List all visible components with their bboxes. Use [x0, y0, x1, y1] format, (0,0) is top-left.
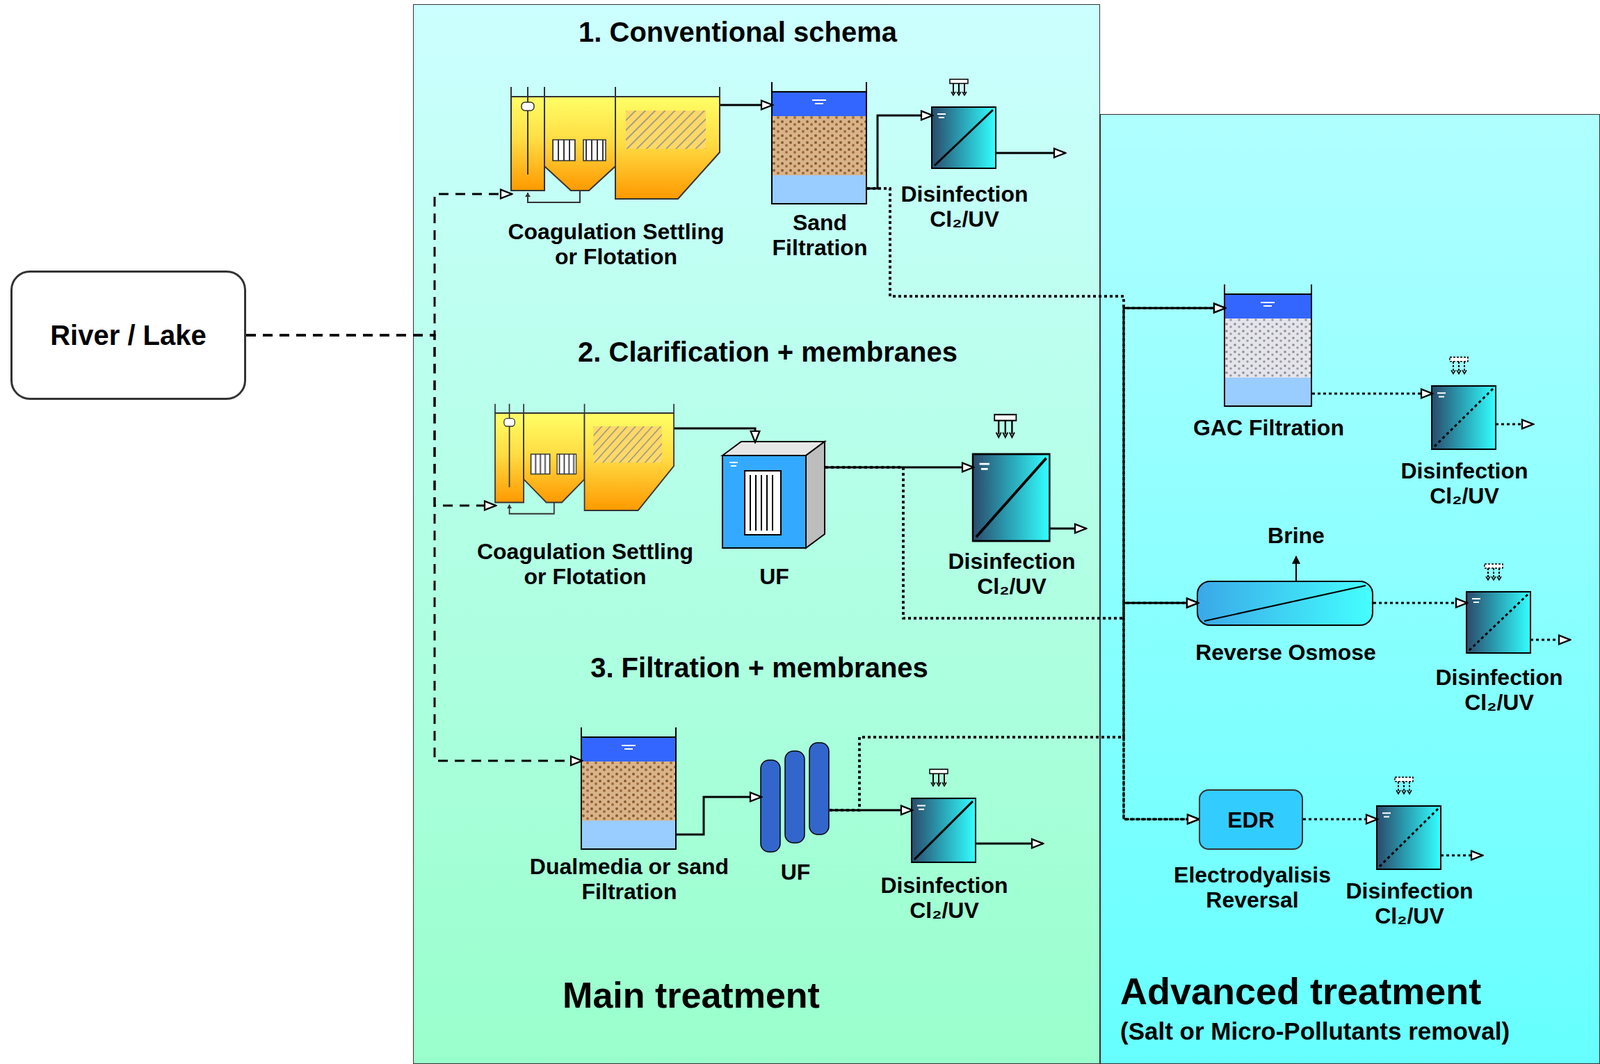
unit-label: Dualmedia or sand Filtration	[521, 853, 738, 904]
unit-label: UF	[760, 859, 831, 885]
uf-unit: UF	[761, 743, 830, 853]
coagulation-tank	[511, 86, 720, 203]
disinfection-unit: Disinfection Cl₂/UV	[912, 798, 977, 863]
disinfection-tank	[1376, 777, 1441, 870]
advanced-pipe	[1312, 392, 1433, 395]
outlet-pipes	[975, 152, 1571, 856]
unit-label: Disinfection Cl₂/UV	[1335, 878, 1485, 929]
process-pipe	[676, 796, 762, 835]
uf-modules	[760, 742, 829, 852]
scheme-heading: 3. Filtration + membranes	[590, 652, 929, 684]
disinfection-tank	[972, 414, 1050, 541]
disinfection-tank	[1466, 563, 1531, 653]
advanced-treatment-panel: Advanced treatment (Salt or Micro-Polluta…	[1100, 114, 1600, 1064]
scheme-heading: 1. Conventional schema	[578, 16, 898, 48]
intake-pipe	[246, 194, 512, 336]
sand-filter-unit: Sand Filtration	[772, 92, 868, 205]
advanced-pipe	[825, 467, 1199, 820]
filter-unit: Dualmedia or sand Filtration	[582, 737, 677, 850]
unit-label: Disinfection Cl₂/UV	[890, 181, 1040, 232]
panel-title: Main treatment	[562, 974, 820, 1016]
main-treatment-panel: Main treatment Coagulation Settling or Fl…	[413, 4, 1101, 1064]
brine-label: Brine	[1267, 522, 1325, 549]
unit-label: UF	[739, 563, 810, 589]
edr-unit: EDRElectrodyalisis Reversal	[1198, 789, 1304, 850]
process-pipe	[829, 809, 913, 812]
advanced-pipe	[829, 602, 1199, 811]
coagulation-tank	[495, 403, 674, 514]
intake-pipe	[246, 335, 583, 761]
unit-label: Coagulation Settling or Flotation	[467, 538, 704, 589]
gac-filter	[1224, 284, 1312, 407]
unit-label: Electrodyalisis Reversal	[1165, 862, 1340, 913]
disinfection-unit: Disinfection Cl₂/UV	[1432, 386, 1497, 450]
gac-filter-unit: GAC Filtration	[1225, 294, 1313, 407]
unit-label: Reverse Osmose	[1174, 639, 1397, 665]
unit-label: Coagulation Settling or Flotation	[497, 219, 735, 270]
advanced-pipe	[867, 188, 1199, 820]
uf-tank	[722, 441, 825, 548]
advanced-pipe	[867, 188, 1199, 603]
sand-filter	[771, 82, 867, 204]
advanced-pipe	[825, 467, 1199, 619]
advanced-pipe	[829, 308, 1226, 811]
panel-title: Advanced treatment	[1120, 969, 1482, 1013]
unit-label: Disinfection Cl₂/UV	[937, 548, 1087, 599]
disinfection-unit: Disinfection Cl₂/UV	[1377, 806, 1442, 870]
advanced-pipe	[825, 308, 1226, 619]
source-box: River / Lake	[10, 270, 247, 400]
advanced-pipe	[867, 188, 1226, 309]
advanced-pipe	[1303, 818, 1378, 821]
disinfection-unit: Disinfection Cl₂/UV	[932, 107, 997, 169]
unit-label: Disinfection Cl₂/UV	[1390, 458, 1540, 509]
disinfection-tank	[931, 79, 996, 169]
scheme-heading: 2. Clarification + membranes	[577, 336, 958, 368]
uf-unit: UF	[723, 442, 826, 549]
disinfection-tank	[1431, 357, 1496, 450]
panel-subtitle: (Salt or Micro-Pollutants removal)	[1120, 1017, 1510, 1046]
unit-label: Disinfection Cl₂/UV	[869, 872, 1020, 923]
advanced-pipe	[829, 737, 1199, 820]
coagulation-unit: Coagulation Settling or Flotation	[495, 413, 675, 512]
process-pipe	[720, 104, 773, 107]
process-pipe	[674, 428, 756, 443]
intake-pipe	[246, 335, 496, 506]
coagulation-unit: Coagulation Settling or Flotation	[511, 97, 721, 200]
unit-label: Disinfection Cl₂/UV	[1424, 664, 1575, 715]
ro-membrane	[1197, 581, 1373, 626]
unit-code: EDR	[1198, 807, 1304, 833]
source-label: River / Lake	[12, 319, 245, 352]
process-pipe	[867, 115, 933, 189]
brine-arrow	[1295, 556, 1297, 582]
unit-label: GAC Filtration	[1164, 415, 1374, 441]
advanced-pipe	[1373, 602, 1468, 605]
unit-label: Sand Filtration	[760, 209, 879, 261]
ro-unit: Reverse Osmose	[1198, 582, 1374, 626]
disinfection-tank	[911, 769, 976, 863]
sand-filter	[581, 727, 676, 850]
process-pipe	[825, 466, 974, 469]
disinfection-unit: Disinfection Cl₂/UV	[1467, 592, 1532, 654]
disinfection-unit: Disinfection Cl₂/UV	[973, 454, 1050, 542]
